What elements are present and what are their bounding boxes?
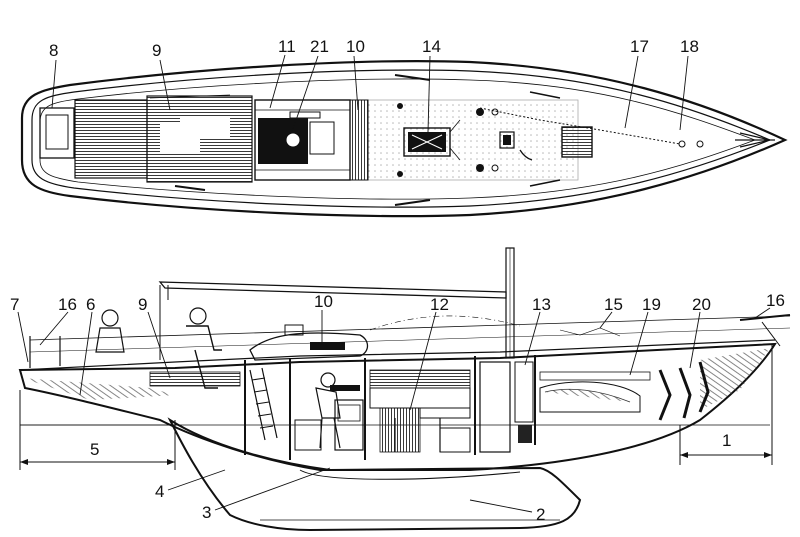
label-9-plan: 9 bbox=[152, 41, 161, 60]
plan-leaders bbox=[51, 54, 689, 133]
label-4: 4 bbox=[155, 482, 164, 501]
label-19: 19 bbox=[642, 295, 661, 314]
label-3: 3 bbox=[202, 503, 211, 522]
crew-figure-stern bbox=[95, 309, 125, 353]
label-15: 15 bbox=[604, 295, 623, 314]
hull-outline-plan bbox=[20, 60, 788, 218]
label-18: 18 bbox=[680, 37, 699, 56]
label-12: 12 bbox=[430, 295, 449, 314]
label-10-plan: 10 bbox=[346, 37, 365, 56]
label-17: 17 bbox=[630, 37, 649, 56]
dimension-marks bbox=[19, 345, 773, 470]
label-1: 1 bbox=[722, 431, 731, 450]
side-leaders bbox=[17, 307, 771, 513]
crew-figure-navigator bbox=[315, 372, 341, 449]
crew-figure-helm bbox=[186, 307, 222, 389]
label-16-bow: 16 bbox=[766, 291, 785, 310]
label-13: 13 bbox=[532, 295, 551, 314]
label-7: 7 bbox=[10, 295, 19, 314]
label-2: 2 bbox=[536, 505, 545, 524]
label-6: 6 bbox=[86, 295, 95, 314]
label-5: 5 bbox=[90, 440, 99, 459]
deck-plan-view bbox=[20, 60, 788, 218]
label-21: 21 bbox=[310, 37, 329, 56]
label-14: 14 bbox=[422, 37, 441, 56]
label-8: 8 bbox=[49, 41, 58, 60]
label-10-side: 10 bbox=[314, 292, 333, 311]
side-section-view bbox=[18, 247, 791, 532]
label-9-side: 9 bbox=[138, 295, 147, 314]
label-11: 11 bbox=[278, 37, 296, 56]
keel bbox=[167, 417, 582, 532]
label-16-stern: 16 bbox=[58, 295, 77, 314]
label-20: 20 bbox=[692, 295, 711, 314]
